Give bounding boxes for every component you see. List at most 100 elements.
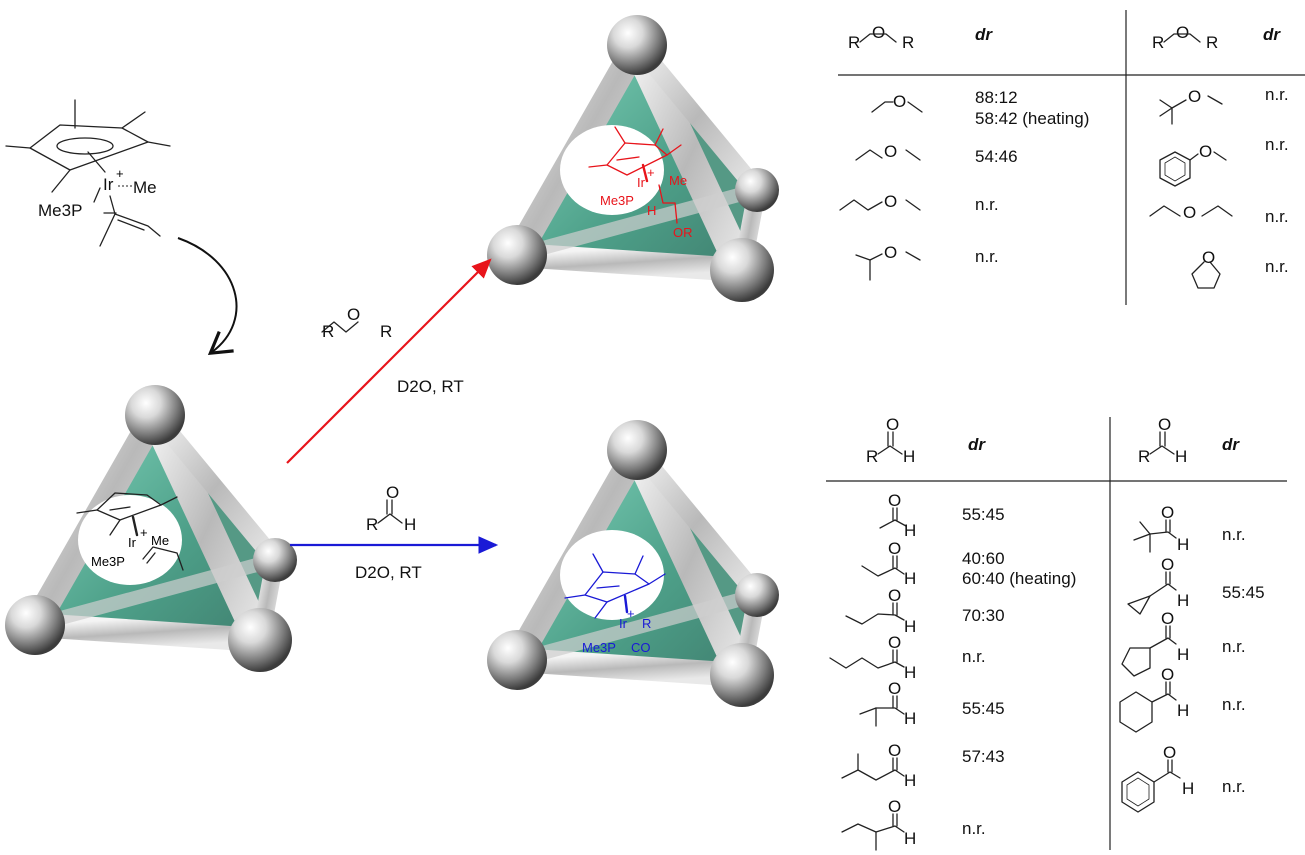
- ald-h-6: H: [904, 771, 916, 790]
- ald-hdr-h: H: [903, 447, 915, 466]
- ether-hydride: H: [647, 203, 656, 218]
- ald-structure-cyclohexanecarbaldehyde: [1119, 681, 1177, 733]
- ether-phosphine: Me3P: [600, 193, 634, 208]
- aldehyde-conditions: D2O, RT: [355, 563, 422, 582]
- ether-reagent-r1: R: [322, 322, 334, 341]
- ald-o-1: O: [888, 491, 901, 510]
- ald-o-r3: O: [1161, 609, 1174, 628]
- ald-o-3: O: [888, 586, 901, 605]
- ald-h-5: H: [904, 709, 916, 728]
- ald-o-r2: O: [1161, 555, 1174, 574]
- aldehyde-reagent-o: O: [386, 483, 399, 502]
- ether-o-2: O: [884, 142, 897, 161]
- aldehyde-reagent-r: R: [366, 515, 378, 534]
- ald-h-r1: H: [1177, 535, 1189, 554]
- ether-structure-thf: [1191, 261, 1221, 289]
- ald-dr-r5: n.r.: [1222, 777, 1246, 796]
- ald-hdr-h-right: H: [1175, 447, 1187, 466]
- aldehyde-r: R: [642, 616, 651, 631]
- ether-o-1: O: [893, 92, 906, 111]
- ald-structure-2-methylbutanal: [841, 813, 905, 851]
- start-metal: Ir: [128, 535, 137, 550]
- ald-h-r2: H: [1177, 591, 1189, 610]
- ether-structure-dimethyl: [869, 99, 927, 113]
- ald-dr-l3: 70:30: [962, 606, 1005, 625]
- ether-o-7: O: [1183, 203, 1196, 222]
- ald-structure-pentanal: [829, 649, 905, 669]
- ether-structure-ethylmethyl: [855, 149, 921, 161]
- ether-dr-l3: n.r.: [975, 195, 999, 214]
- ether-structure-anisole: [1159, 151, 1227, 187]
- ald-dr-r4: n.r.: [1222, 695, 1246, 714]
- ether-hdr-r1-right: R: [1152, 33, 1164, 52]
- ether-dr-l4: n.r.: [975, 247, 999, 266]
- ald-dr-l2: 40:60: [962, 549, 1005, 568]
- ether-table: R O R dr R O R dr O O O O: [838, 10, 1305, 305]
- ether-substituent: OR: [673, 225, 693, 240]
- ether-structure-diethyl: [1149, 205, 1233, 217]
- ether-product-cage: Ir + Me Me3P H OR: [487, 15, 779, 302]
- ald-h-7: H: [904, 829, 916, 848]
- start-cage: Ir + Me Me3P: [5, 385, 297, 672]
- ether-dr-r2: n.r.: [1265, 135, 1289, 154]
- ald-hdr-r-right: R: [1138, 447, 1150, 466]
- ald-hdr-o-right: O: [1158, 415, 1171, 434]
- ether-structure-propylmethyl: [839, 199, 921, 211]
- aldehyde-phosphine: Me3P: [582, 640, 616, 655]
- ether-structure-tbutylmethyl: [1159, 95, 1223, 125]
- start-charge: +: [140, 525, 148, 540]
- ether-hdr-dr-right: dr: [1263, 25, 1281, 44]
- ald-structure-benzaldehyde: [1121, 759, 1181, 813]
- ether-dr-l1b: 58:42 (heating): [975, 109, 1089, 128]
- ald-structure-isobutanal: [859, 695, 905, 727]
- ald-h-r5: H: [1182, 779, 1194, 798]
- ald-dr-l2b: 60:40 (heating): [962, 569, 1076, 588]
- ald-structure-acetaldehyde: [879, 507, 907, 529]
- ether-dr-l2: 54:46: [975, 147, 1018, 166]
- ald-structure-butanal: [845, 602, 905, 625]
- ald-o-2: O: [888, 539, 901, 558]
- ald-dr-l7: n.r.: [962, 819, 986, 838]
- ald-structure-cyclopropanecarbaldehyde: [1127, 571, 1177, 615]
- reactant-methyl: Me: [133, 178, 157, 197]
- ald-dr-r3: n.r.: [1222, 637, 1246, 656]
- ald-o-r1: O: [1161, 503, 1174, 522]
- ether-charge: +: [647, 165, 655, 180]
- ether-conditions: D2O, RT: [397, 377, 464, 396]
- ether-structure-isopropylmethyl: [855, 251, 921, 281]
- ald-h-3: H: [904, 617, 916, 636]
- ald-structure-pivalaldehyde: [1133, 519, 1177, 553]
- ald-o-6: O: [888, 741, 901, 760]
- ald-o-r4: O: [1161, 665, 1174, 684]
- ether-o-3: O: [884, 192, 897, 211]
- aldehyde-reaction-arrow: O R H D2O, RT: [290, 483, 499, 582]
- ether-hdr-r2-right: R: [1206, 33, 1218, 52]
- ald-structure-propanal: [861, 555, 905, 577]
- ald-hdr-dr-right: dr: [1222, 435, 1240, 454]
- ald-structure-isovaleraldehyde: [841, 753, 905, 781]
- ether-o-5: O: [1188, 87, 1201, 106]
- ald-hdr-dr-left: dr: [968, 435, 986, 454]
- ald-hdr-r: R: [866, 447, 878, 466]
- ald-dr-l5: 55:45: [962, 699, 1005, 718]
- ether-dr-r3: n.r.: [1265, 207, 1289, 226]
- ether-metal: Ir: [637, 175, 646, 190]
- ald-dr-r2: 55:45: [1222, 583, 1265, 602]
- ald-dr-l1: 55:45: [962, 505, 1005, 524]
- ether-methyl: Me: [669, 173, 687, 188]
- ald-h-r4: H: [1177, 701, 1189, 720]
- ald-o-5: O: [888, 679, 901, 698]
- ether-hdr-o-right: O: [1176, 23, 1189, 42]
- ald-h-r3: H: [1177, 645, 1189, 664]
- ether-o-4: O: [884, 243, 897, 262]
- aldehyde-carbonyl: CO: [631, 640, 651, 655]
- ald-dr-r1: n.r.: [1222, 525, 1246, 544]
- start-phosphine: Me3P: [91, 554, 125, 569]
- aldehyde-metal: Ir: [619, 616, 628, 631]
- reactant-charge: +: [116, 166, 124, 181]
- ald-dr-l4: n.r.: [962, 647, 986, 666]
- ether-reaction-arrow: R O R D2O, RT: [286, 258, 492, 464]
- aldehyde-table: O R H dr O R H dr O O H O H: [826, 415, 1287, 851]
- ald-structure-cyclopentanecarbaldehyde: [1121, 625, 1177, 677]
